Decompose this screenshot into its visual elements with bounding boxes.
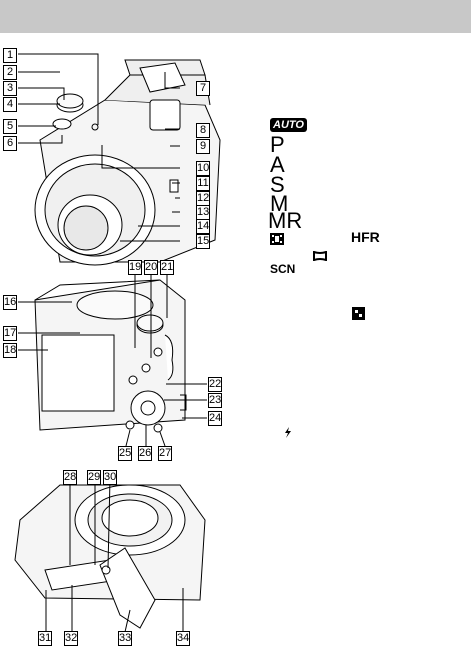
callout-17: 17 [3, 326, 17, 341]
callout-23: 23 [208, 393, 222, 408]
callout-12: 12 [196, 191, 210, 206]
callout-2: 2 [3, 65, 17, 80]
mode-a-icon: A [270, 152, 285, 177]
callout-16: 16 [3, 295, 17, 310]
callout-30: 30 [103, 470, 117, 485]
camera-figure: 1 2 3 4 5 6 7 8 9 10 11 12 13 14 15 16 1… [0, 33, 235, 648]
callout-19: 19 [128, 260, 142, 275]
header-band [0, 0, 471, 33]
checkerboard-icon [352, 307, 365, 320]
mode-p-icon: P [270, 132, 285, 157]
callout-26: 26 [138, 446, 152, 461]
callout-28: 28 [63, 470, 77, 485]
mode-hfr-icon: HFR [351, 229, 380, 245]
callout-15: 15 [196, 234, 210, 249]
callout-14: 14 [196, 219, 210, 234]
sweep-panorama-icon [313, 251, 327, 261]
movie-film-icon [270, 233, 284, 245]
mode-auto-icon: AUTO [270, 118, 307, 132]
callout-22: 22 [208, 377, 222, 392]
callout-11: 11 [196, 176, 210, 191]
callout-21: 21 [160, 260, 174, 275]
callout-8: 8 [196, 123, 210, 138]
callout-34: 34 [176, 631, 190, 646]
callout-25: 25 [118, 446, 132, 461]
lcd-screen [41, 334, 115, 412]
callout-9: 9 [196, 139, 210, 154]
mode-m-icon: M [270, 191, 289, 216]
callout-7: 7 [196, 81, 210, 96]
callout-32: 32 [64, 631, 78, 646]
callout-1: 1 [3, 48, 17, 63]
callout-24: 24 [208, 411, 222, 426]
callout-29: 29 [87, 470, 101, 485]
battery-cover [99, 547, 156, 629]
callout-27: 27 [158, 446, 172, 461]
callout-33: 33 [118, 631, 132, 646]
callout-13: 13 [196, 205, 210, 220]
mode-scn-icon: SCN [270, 262, 296, 276]
callout-4: 4 [3, 97, 17, 112]
flash-icon [285, 427, 291, 438]
callout-6: 6 [3, 136, 17, 151]
mode-s-icon: S [270, 172, 285, 197]
callout-3: 3 [3, 81, 17, 96]
callout-5: 5 [3, 119, 17, 134]
callout-10: 10 [196, 161, 210, 176]
callout-31: 31 [38, 631, 52, 646]
callout-20: 20 [144, 260, 158, 275]
callout-18: 18 [3, 343, 17, 358]
mode-mr-icon: MR [268, 208, 303, 233]
camera-illustration [14, 53, 221, 633]
